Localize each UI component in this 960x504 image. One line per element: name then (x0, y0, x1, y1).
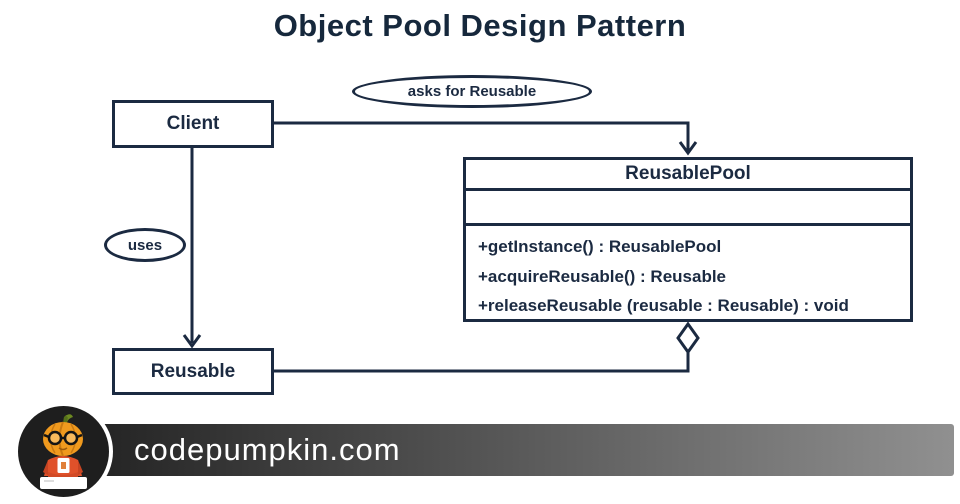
reusablepool-methods-compartment: +getInstance() : ReusablePool +acquireRe… (466, 226, 910, 321)
site-name: codepumpkin.com (134, 432, 401, 467)
label-asks-for-reusable: asks for Reusable (352, 75, 592, 108)
uml-class-client: Client (112, 100, 274, 148)
arrowhead-into-reusable (182, 334, 202, 349)
method-releasereusable: +releaseReusable (reusable : Reusable) :… (478, 296, 849, 315)
footer-banner (86, 424, 954, 476)
reusablepool-attributes-compartment (466, 191, 910, 226)
connector-client-to-pool (274, 121, 690, 151)
method-getinstance: +getInstance() : ReusablePool (478, 237, 722, 256)
uml-class-reusable: Reusable (112, 348, 274, 395)
client-label: Client (166, 113, 220, 134)
codepumpkin-logo (18, 406, 109, 497)
connector-pool-to-reusable (274, 352, 690, 373)
label-uses: uses (104, 228, 186, 262)
method-acquirereusable: +acquireReusable() : Reusable (478, 266, 727, 286)
uml-class-reusablepool: ReusablePool +getInstance() : ReusablePo… (463, 157, 913, 322)
asks-label-text: asks for Reusable (407, 83, 537, 100)
aggregation-diamond-icon (676, 321, 700, 355)
reusablepool-name: ReusablePool (466, 160, 910, 191)
reusable-label: Reusable (150, 360, 236, 382)
page-title: Object Pool Design Pattern (273, 8, 687, 43)
uses-label-text: uses (127, 236, 163, 254)
codepumpkin-mascot-icon (40, 414, 87, 489)
arrowhead-into-pool (678, 141, 698, 156)
